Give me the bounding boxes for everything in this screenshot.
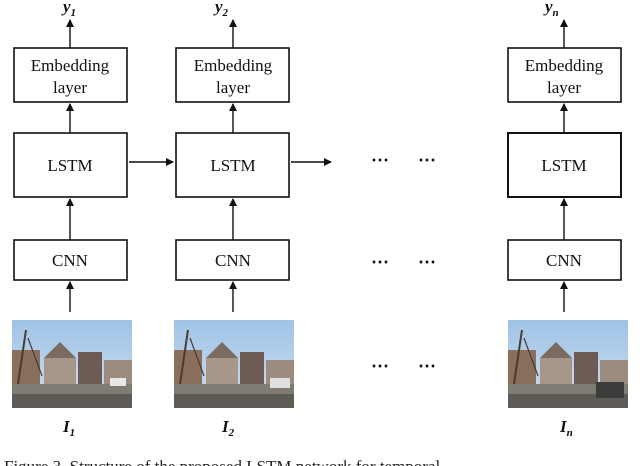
embedding-box-1: Embedding layer bbox=[13, 47, 128, 103]
input-label-1: I1 bbox=[62, 417, 75, 439]
embedding-label-line1: Embedding bbox=[194, 56, 273, 75]
input-frame-image-n bbox=[508, 320, 628, 408]
embedding-label-line1: Embedding bbox=[31, 56, 110, 75]
ellipsis-lstm-row-a: ⋯ bbox=[371, 150, 389, 170]
embedding-label-line2: layer bbox=[547, 78, 581, 97]
lstm-label: LSTM bbox=[541, 156, 586, 175]
embedding-label-line2: layer bbox=[216, 78, 250, 97]
input-frame-image-1 bbox=[12, 320, 132, 408]
output-label-1: y1 bbox=[61, 0, 76, 19]
output-label-n: yn bbox=[543, 0, 559, 19]
lstm-box-1: LSTM bbox=[13, 132, 128, 198]
input-frame-image-2 bbox=[174, 320, 294, 408]
cnn-label: CNN bbox=[546, 251, 582, 270]
cnn-box-n: CNN bbox=[507, 239, 622, 281]
ellipsis-image-row-b: ⋯ bbox=[418, 356, 436, 376]
embedding-box-n: Embedding layer bbox=[507, 47, 622, 103]
lstm-box-2: LSTM bbox=[175, 132, 290, 198]
output-label-2: y2 bbox=[213, 0, 229, 19]
ellipsis-cnn-row-a: ⋯ bbox=[371, 252, 389, 272]
input-label-2: I2 bbox=[221, 417, 235, 439]
input-label-n: In bbox=[559, 417, 573, 439]
cnn-box-1: CNN bbox=[13, 239, 128, 281]
cnn-label: CNN bbox=[215, 251, 251, 270]
cnn-box-2: CNN bbox=[175, 239, 290, 281]
ellipsis-image-row-a: ⋯ bbox=[371, 356, 389, 376]
embedding-label-line1: Embedding bbox=[525, 56, 604, 75]
lstm-box-n: LSTM bbox=[507, 132, 622, 198]
lstm-label: LSTM bbox=[210, 156, 255, 175]
embedding-box-2: Embedding layer bbox=[175, 47, 290, 103]
cnn-label: CNN bbox=[52, 251, 88, 270]
figure-caption: Figure 3. Structure of the proposed LSTM… bbox=[4, 457, 441, 466]
ellipsis-cnn-row-b: ⋯ bbox=[418, 252, 436, 272]
ellipsis-lstm-row-b: ⋯ bbox=[418, 150, 436, 170]
embedding-label-line2: layer bbox=[53, 78, 87, 97]
lstm-label: LSTM bbox=[47, 156, 92, 175]
